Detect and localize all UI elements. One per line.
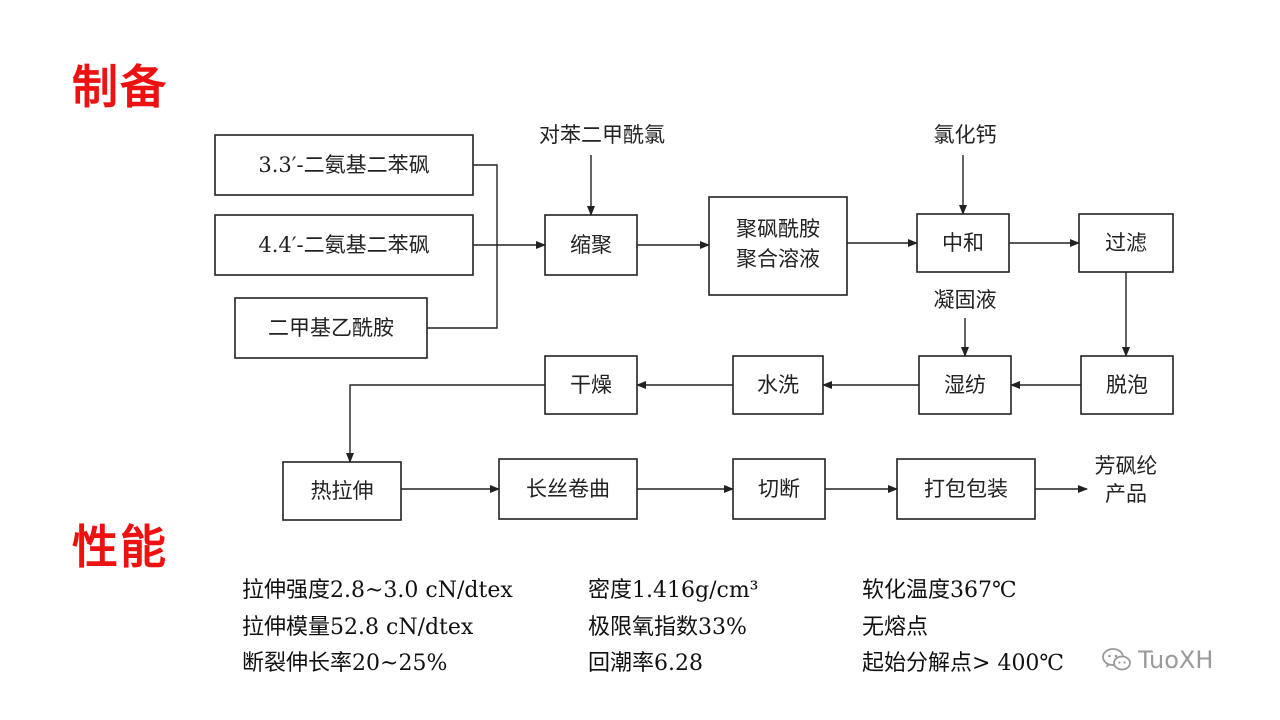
label-solution-line1: 聚砜酰胺 <box>736 217 820 241</box>
label-wetspin: 湿纺 <box>944 373 986 397</box>
property-softening-temp: 软化温度367℃ <box>862 578 1017 603</box>
product-line2: 产品 <box>1105 482 1147 506</box>
wechat-icon <box>1102 648 1131 671</box>
heading-properties: 性能 <box>72 520 168 574</box>
input-label-33-dds: 3.3′-二氨基二苯砜 <box>258 153 429 177</box>
watermark: TuoXH <box>1102 646 1213 674</box>
arrow-dry-to-hotdraw <box>346 384 545 463</box>
connector-input-1 <box>473 164 498 245</box>
label-solution-line2: 聚合溶液 <box>736 247 820 271</box>
reagent-coagulant: 凝固液 <box>934 288 997 312</box>
label-defoam: 脱泡 <box>1106 373 1148 397</box>
reagent-calcium-chloride: 氯化钙 <box>934 123 997 147</box>
label-polycondensation: 缩聚 <box>570 233 612 257</box>
input-label-dmac: 二甲基乙酰胺 <box>268 316 394 340</box>
label-pack: 打包包装 <box>924 477 1008 501</box>
label-crimp: 长丝卷曲 <box>526 477 610 501</box>
property-density: 密度1.416g/cm³ <box>588 578 759 603</box>
reagent-terephthaloyl-chloride: 对苯二甲酰氯 <box>539 123 665 147</box>
property-no-melting-point: 无熔点 <box>862 615 929 640</box>
box-polymer-solution <box>708 196 848 296</box>
property-elongation: 断裂伸长率20~25% <box>242 651 448 676</box>
label-cut: 切断 <box>758 477 800 501</box>
product-line1: 芳砜纶 <box>1095 454 1158 478</box>
label-filter: 过滤 <box>1105 231 1147 255</box>
property-tensile-strength: 拉伸强度2.8~3.0 cN/dtex <box>242 578 513 603</box>
label-neutralize: 中和 <box>942 231 984 255</box>
property-moisture-regain: 回潮率6.28 <box>588 651 703 676</box>
watermark-text: TuoXH <box>1138 646 1214 674</box>
label-dry: 干燥 <box>570 373 612 397</box>
box-hotdraw <box>282 461 402 521</box>
label-hotdraw: 热拉伸 <box>311 479 374 503</box>
property-tensile-modulus: 拉伸模量52.8 cN/dtex <box>242 615 474 640</box>
connector-input-3 <box>427 245 498 329</box>
input-label-44-dds: 4.4′-二氨基二苯砜 <box>258 233 429 257</box>
label-wash: 水洗 <box>757 373 799 397</box>
property-loi: 极限氧指数33% <box>588 615 747 640</box>
property-decomposition: 起始分解点> 400℃ <box>862 651 1065 676</box>
heading-preparation: 制备 <box>72 60 168 114</box>
